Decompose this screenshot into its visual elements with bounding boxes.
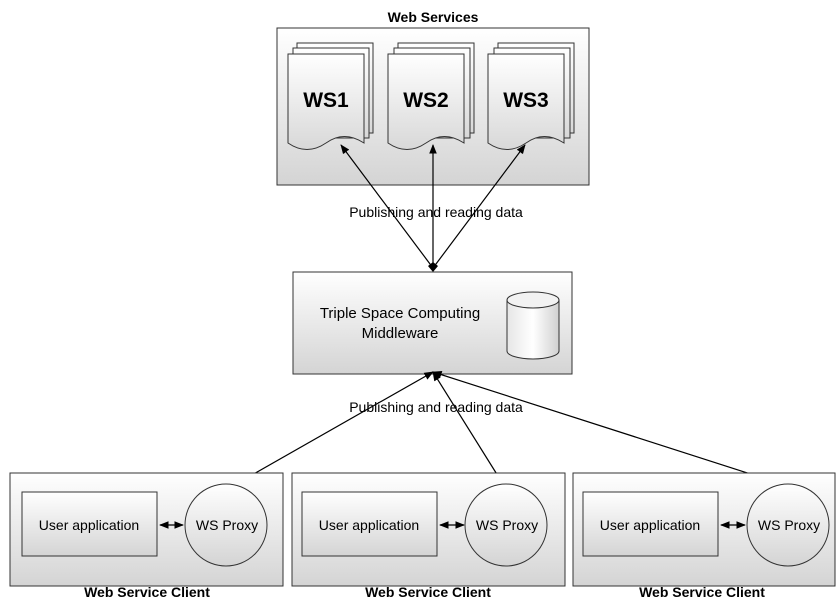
upper-link-label: Publishing and reading data <box>349 204 523 220</box>
client-3-user-application-box <box>582 491 719 557</box>
client-1-user-application-box <box>21 491 158 557</box>
web-service-client-2: User application WS Proxy Web Service Cl… <box>291 472 566 600</box>
client-3-user-application-label: User application <box>600 517 700 533</box>
web-service-client-3: User application WS Proxy Web Service Cl… <box>572 472 836 600</box>
client-3-title: Web Service Client <box>639 584 765 600</box>
ws3-document-icon <box>487 53 565 150</box>
ws1-document-icon <box>287 53 365 150</box>
arrow-to-ws3 <box>432 144 526 269</box>
arrow-to-proxy-3 <box>432 370 789 488</box>
upper-junction-marker <box>428 262 438 272</box>
ws2-label: WS2 <box>403 89 449 112</box>
client-2-user-application-box <box>301 491 438 557</box>
arrow-to-ws1 <box>340 144 434 269</box>
ws2-document-stack: WS2 <box>387 42 475 150</box>
client-1-ws-proxy-circle <box>184 483 268 567</box>
ws2-document-icon <box>387 53 465 150</box>
lower-link-label: Publishing and reading data <box>349 399 523 415</box>
client-2-title: Web Service Client <box>365 584 491 600</box>
lower-connection-arrows <box>235 370 789 488</box>
ws3-label: WS3 <box>503 89 549 112</box>
client-2-ws-proxy-circle <box>464 483 548 567</box>
client-1-title: Web Service Client <box>84 584 210 600</box>
database-icon <box>506 291 560 360</box>
ws1-label: WS1 <box>303 89 349 112</box>
middleware-title-line1: Triple Space Computing <box>320 305 480 322</box>
client-3-ws-proxy-label: WS Proxy <box>758 517 820 533</box>
arrow-to-proxy-2 <box>432 371 504 485</box>
client-2-user-application-label: User application <box>319 517 419 533</box>
client-1-user-application-label: User application <box>39 517 139 533</box>
arrow-to-proxy-1 <box>235 371 434 485</box>
ws1-document-stack: WS1 <box>287 42 374 150</box>
upper-connection-arrows <box>340 144 526 272</box>
client-3-ws-proxy-circle <box>746 483 830 567</box>
client-2-ws-proxy-label: WS Proxy <box>476 517 538 533</box>
web-services-title: Web Services <box>388 9 479 25</box>
middleware-title-line2: Middleware <box>362 325 439 342</box>
web-service-client-1: User application WS Proxy Web Service Cl… <box>9 472 284 600</box>
ws3-document-stack: WS3 <box>487 42 575 150</box>
client-1-ws-proxy-label: WS Proxy <box>196 517 258 533</box>
